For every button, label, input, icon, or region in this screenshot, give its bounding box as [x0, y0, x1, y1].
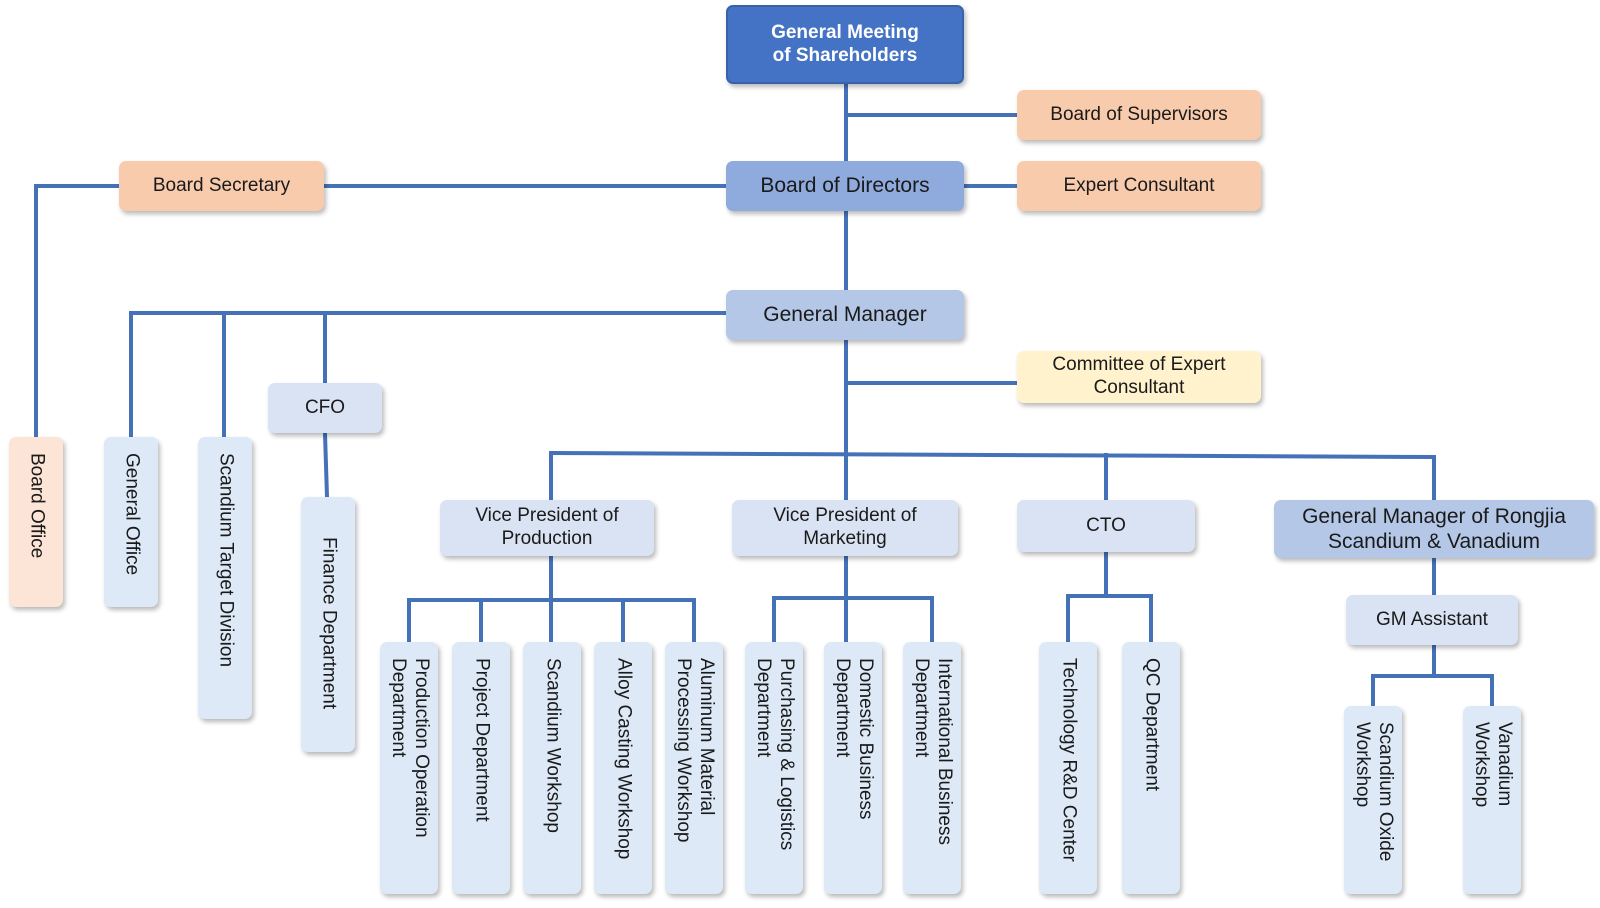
- node-finance-department: Finance Department: [301, 497, 355, 752]
- node-vp-production-label: Vice President of Production: [475, 505, 619, 549]
- node-scandium-workshop: Scandium Workshop: [523, 642, 581, 894]
- node-scandium-target-division-label: Scandium Target Division: [215, 453, 237, 668]
- node-gm-assistant-label: GM Assistant: [1376, 608, 1488, 630]
- node-general-meeting: General Meeting of Shareholders: [726, 5, 964, 84]
- node-project-department: Project Department: [452, 642, 510, 894]
- node-international-business-label: International Business Department: [911, 658, 955, 845]
- node-general-manager-label: General Manager: [763, 303, 927, 327]
- connector-line: [548, 450, 1437, 460]
- node-vanadium-workshop: Vanadium Workshop: [1463, 706, 1521, 894]
- node-scandium-workshop-label: Scandium Workshop: [542, 658, 564, 833]
- node-cto: CTO: [1017, 500, 1195, 552]
- node-general-manager: General Manager: [726, 290, 964, 340]
- node-purchasing-logistics-label: Purchasing & Logistics Department: [753, 658, 797, 851]
- node-scandium-target-division: Scandium Target Division: [198, 437, 252, 719]
- node-gm-rongjia-label: General Manager of Rongjia Scandium & Va…: [1302, 504, 1566, 553]
- node-expert-consultant-label: Expert Consultant: [1063, 174, 1215, 196]
- node-vp-marketing: Vice President of Marketing: [732, 500, 958, 556]
- node-board-of-directors: Board of Directors: [726, 161, 964, 211]
- node-technology-rd-label: Technology R&D Center: [1058, 658, 1080, 862]
- node-vp-production: Vice President of Production: [440, 500, 654, 556]
- node-scandium-oxide: Scandium Oxide Workshop: [1344, 706, 1402, 894]
- node-international-business: International Business Department: [903, 642, 961, 894]
- node-board-of-supervisors: Board of Supervisors: [1017, 90, 1261, 140]
- node-aluminum-material: Aluminum Material Processing Workshop: [665, 642, 723, 894]
- node-general-meeting-label: General Meeting of Shareholders: [771, 21, 919, 66]
- node-committee-expert: Committee of Expert Consultant: [1017, 351, 1261, 403]
- node-general-office-label: General Office: [121, 453, 143, 576]
- node-vanadium-workshop-label: Vanadium Workshop: [1471, 722, 1515, 808]
- node-production-operation: Production Operation Department: [380, 642, 438, 894]
- node-technology-rd: Technology R&D Center: [1039, 642, 1097, 894]
- node-purchasing-logistics: Purchasing & Logistics Department: [745, 642, 803, 894]
- node-board-office-label: Board Office: [26, 453, 48, 559]
- node-board-secretary: Board Secretary: [119, 161, 324, 211]
- node-cfo-label: CFO: [304, 396, 346, 418]
- node-general-office: General Office: [104, 437, 158, 607]
- node-project-department-label: Project Department: [471, 658, 493, 822]
- node-aluminum-material-label: Aluminum Material Processing Workshop: [673, 658, 717, 843]
- node-board-office: Board Office: [9, 437, 63, 607]
- connector-line: [322, 430, 330, 500]
- node-scandium-oxide-label: Scandium Oxide Workshop: [1352, 722, 1396, 862]
- node-vp-marketing-label: Vice President of Marketing: [773, 505, 917, 549]
- node-board-of-directors-label: Board of Directors: [760, 174, 930, 198]
- node-committee-expert-label: Committee of Expert Consultant: [1052, 354, 1226, 398]
- node-cto-label: CTO: [1086, 514, 1126, 536]
- node-alloy-casting-label: Alloy Casting Workshop: [613, 658, 635, 860]
- node-alloy-casting: Alloy Casting Workshop: [594, 642, 652, 894]
- node-domestic-business: Domestic Business Department: [824, 642, 882, 894]
- node-domestic-business-label: Domestic Business Department: [832, 658, 876, 820]
- node-gm-rongjia: General Manager of Rongjia Scandium & Va…: [1274, 500, 1594, 558]
- node-qc-department: QC Department: [1122, 642, 1180, 894]
- node-qc-department-label: QC Department: [1141, 658, 1163, 792]
- node-cfo: CFO: [268, 383, 382, 433]
- node-production-operation-label: Production Operation Department: [388, 658, 432, 838]
- node-finance-department-label: Finance Department: [318, 537, 340, 710]
- node-gm-assistant: GM Assistant: [1346, 595, 1518, 645]
- node-board-of-supervisors-label: Board of Supervisors: [1050, 103, 1228, 125]
- node-board-secretary-label: Board Secretary: [152, 174, 291, 196]
- node-expert-consultant: Expert Consultant: [1017, 161, 1261, 211]
